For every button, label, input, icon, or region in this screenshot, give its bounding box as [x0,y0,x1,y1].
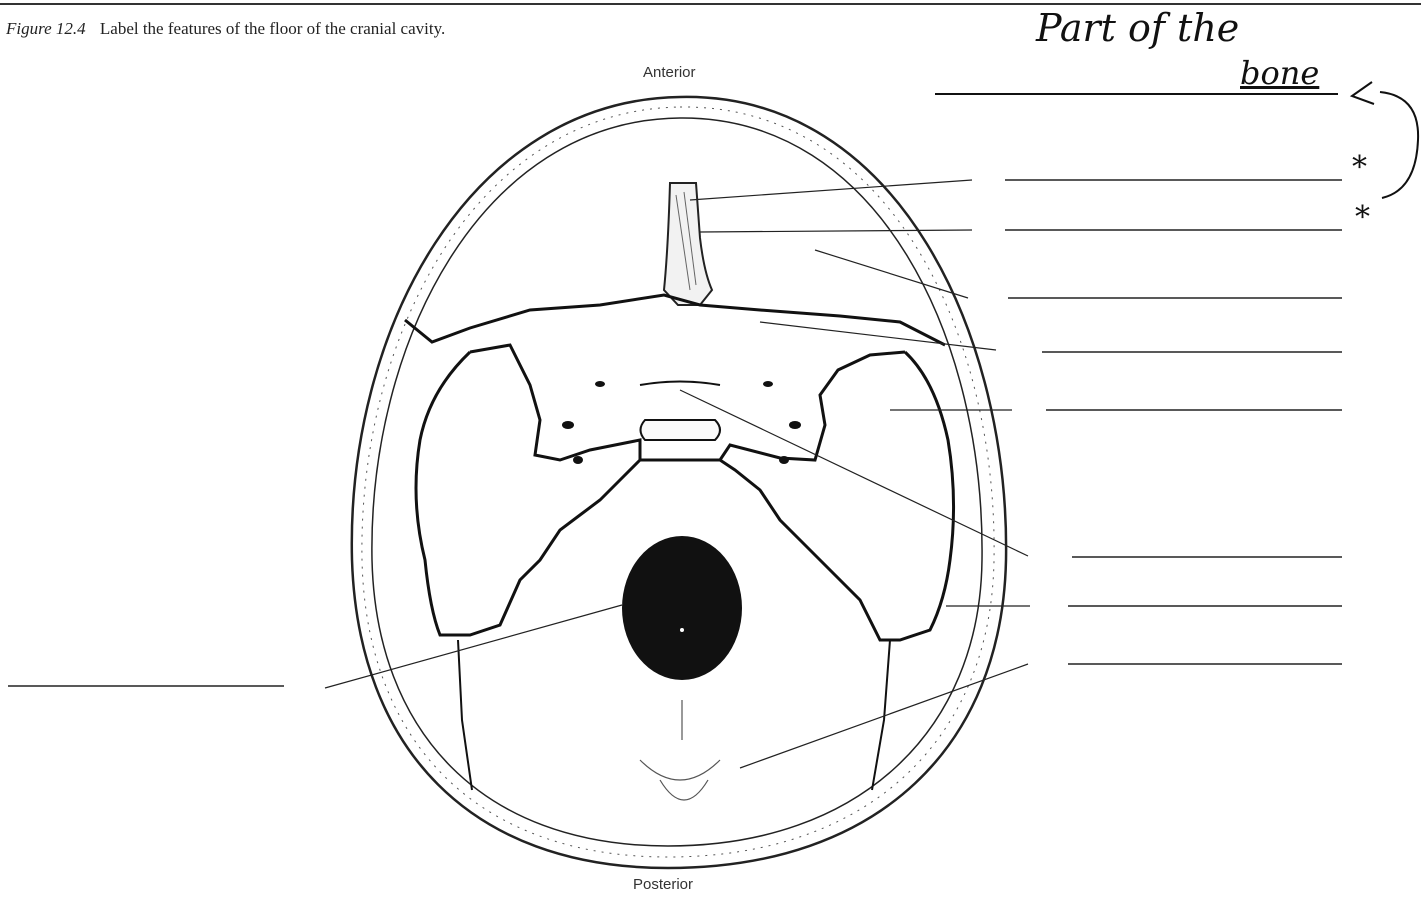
foramen-center-dot [680,628,684,632]
leader-line-2 [700,230,972,232]
leader-line-9 [325,605,622,688]
leader-line-1 [690,180,972,200]
crista-galli [664,183,712,305]
leader-line-4 [760,322,996,350]
bracket-curve [1380,92,1418,198]
foramen-magnum [622,536,742,680]
arrow-icon [1352,82,1374,104]
leader-line-8 [740,664,1028,768]
leader-line-6 [680,390,1028,556]
